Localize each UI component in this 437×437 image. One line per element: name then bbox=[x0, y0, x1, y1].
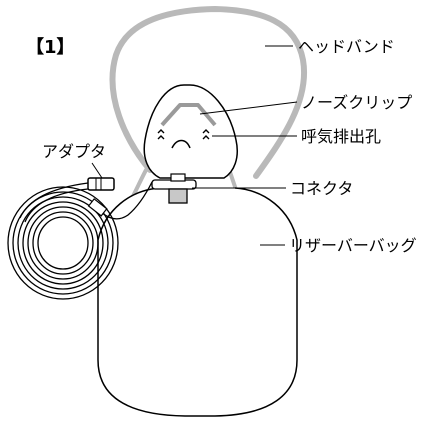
connector-body bbox=[168, 188, 188, 204]
label-nose-clip: ノーズクリップ bbox=[301, 93, 412, 112]
tube-joint bbox=[87, 198, 108, 217]
reservoir-bag-outline bbox=[97, 187, 298, 417]
exhalation-holes-left bbox=[157, 129, 165, 140]
oxygen-tube-coil bbox=[7, 186, 119, 300]
figure-number: 【1】 bbox=[26, 37, 75, 58]
label-adapter: アダプタ bbox=[42, 142, 106, 161]
headband-strap bbox=[109, 5, 308, 179]
mask-nose-contour bbox=[171, 139, 191, 149]
oxygen-tube-lead bbox=[19, 182, 89, 219]
leader-adapter bbox=[91, 162, 103, 179]
exhalation-holes-right bbox=[202, 129, 210, 140]
label-exhalation-holes: 呼気排出孔 bbox=[301, 127, 381, 146]
label-connector: コネクタ bbox=[290, 179, 353, 198]
mask-body bbox=[143, 84, 238, 179]
label-reservoir-bag: リザーバーバッグ bbox=[289, 236, 417, 255]
oxygen-tube-lead-inner bbox=[24, 188, 89, 223]
label-headband: ヘッドバンド bbox=[298, 37, 395, 56]
nose-clip bbox=[160, 103, 217, 127]
leader-nose-clip bbox=[199, 101, 298, 115]
connector-neck bbox=[170, 173, 186, 182]
